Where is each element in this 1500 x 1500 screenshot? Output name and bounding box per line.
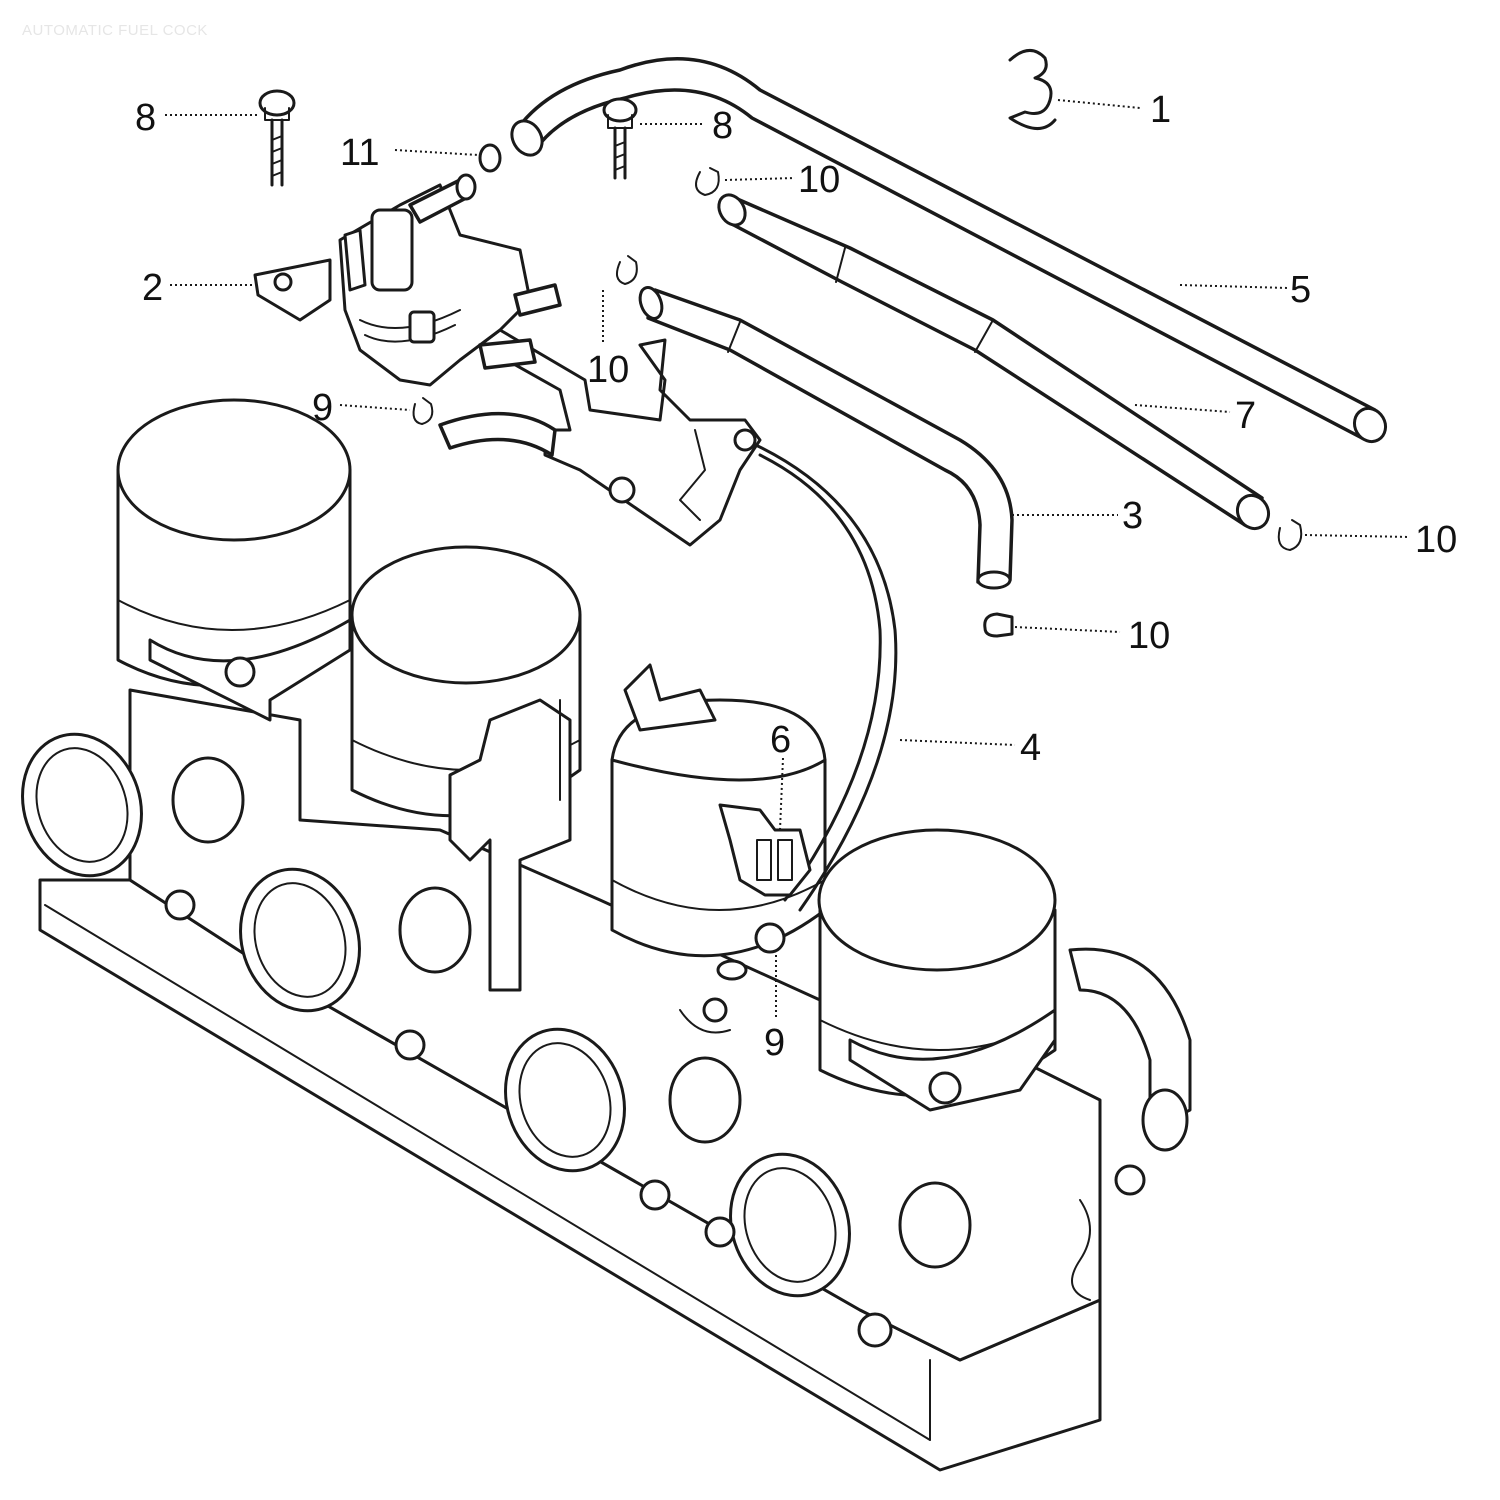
cock-mount-bracket (478, 328, 762, 547)
clip-11 (478, 143, 502, 173)
carburetor-3 (610, 698, 827, 958)
fuel-hose-3 (638, 286, 1014, 590)
callout-5: 5 (1290, 269, 1311, 311)
callout-2: 2 (142, 267, 163, 309)
callout-10-top: 10 (798, 159, 840, 201)
clip-9-lower (754, 922, 786, 954)
carburetor-4 (817, 828, 1057, 1112)
clip-10-lower (983, 612, 1014, 638)
leader-lines (165, 99, 1411, 1018)
fuel-hose-short (438, 411, 557, 457)
callout-1: 1 (1150, 89, 1171, 131)
callout-11: 11 (340, 132, 379, 174)
callout-4: 4 (1020, 727, 1041, 769)
callout-6: 6 (770, 719, 791, 761)
callout-3: 3 (1122, 495, 1143, 537)
diagram-title: AUTOMATIC FUEL COCK (22, 22, 208, 39)
callout-10-mid: 10 (587, 349, 629, 391)
callout-7: 7 (1235, 395, 1256, 437)
fuel-hose-7 (717, 193, 1271, 531)
clip-10-top (695, 167, 720, 196)
callout-10-lower: 10 (1128, 615, 1170, 657)
callout-8-left: 8 (135, 97, 156, 139)
callout-10-right: 10 (1415, 519, 1457, 561)
fuel-hose-4 (743, 438, 898, 912)
fuel-hose-5 (510, 57, 1388, 444)
clip-10-mid (615, 255, 638, 285)
carburetor-assembly (21, 398, 1192, 1472)
callout-8-right: 8 (712, 105, 733, 147)
clip-1 (1008, 49, 1057, 130)
clip-10-right (1277, 519, 1303, 551)
carburetor-1 (116, 398, 352, 722)
bolt-8-right (602, 97, 638, 180)
linkage-bracket (448, 698, 572, 992)
automatic-fuel-cock-2 (253, 173, 562, 387)
callout-9-lower: 9 (764, 1022, 785, 1064)
connector-6 (718, 803, 812, 897)
callout-labels: 1 2 3 4 5 6 7 8 8 9 9 10 10 10 10 11 (135, 89, 1457, 1064)
clip-9-upper (412, 397, 434, 425)
callout-9-upper: 9 (312, 387, 333, 429)
intake-bores (21, 732, 851, 1298)
bolt-8-left (258, 89, 296, 187)
body-bosses (164, 756, 1192, 1348)
